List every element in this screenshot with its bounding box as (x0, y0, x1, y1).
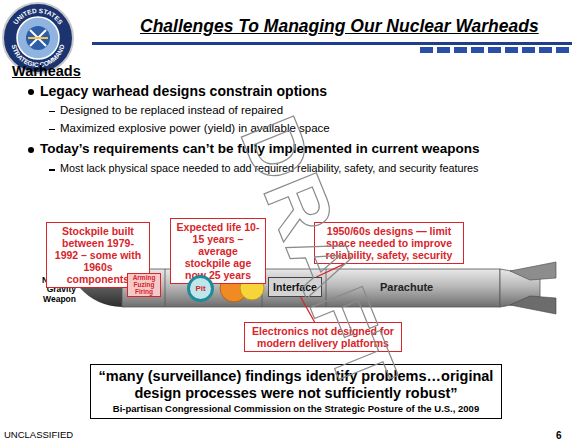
callout-box: Expected life 10-15 years – average stoc… (170, 218, 266, 284)
leader-connector (316, 264, 343, 277)
pit-circle: Pit (187, 275, 214, 302)
title-rule (92, 42, 572, 45)
quote-box: “many (surveillance) findings identify p… (90, 364, 502, 419)
interface-box: Interface (268, 277, 322, 297)
sub-bullet-text: Most lack physical space needed to add r… (60, 163, 479, 175)
classification-marking: UNCLASSIFIED (4, 430, 73, 440)
callout-box: Electronics not designed for modern deli… (244, 322, 402, 352)
section-heading: Warheads (12, 64, 81, 80)
callout-box: 1950/60s designs — limit space needed to… (314, 222, 464, 264)
quote-text: “many (surveillance) findings identify p… (97, 368, 495, 401)
gravity-weapon (80, 262, 556, 314)
sub-bullet-text: Designed to be replaced instead of repai… (60, 104, 283, 117)
quote-attribution: Bi-partisan Congressional Commission on … (97, 403, 495, 414)
node-text: Arming Fuzing Firing (129, 275, 159, 295)
bullet-dash (49, 169, 55, 170)
node-text: Interface (271, 281, 319, 293)
part-label: Parachute (380, 281, 433, 293)
bullet-text: Legacy warhead designs constrain options (40, 84, 327, 99)
node-text: Electronics not designed for modern deli… (249, 325, 397, 349)
title-rule-blocks (420, 47, 569, 53)
slide-title: Challenges To Managing Our Nuclear Warhe… (140, 16, 539, 37)
bullet-text: Today’s requirements can’t be fully impl… (40, 142, 480, 157)
seal-text: UNITED STATES (12, 7, 65, 26)
sub-bullet-text: Maximized explosive power (yield) in ava… (60, 122, 330, 135)
node-text: Expected life 10-15 years – average stoc… (175, 221, 261, 281)
node-text: Pit (190, 278, 211, 299)
bullet-dash (49, 129, 55, 130)
node-text: 1950/60s designs — limit space needed to… (319, 225, 459, 261)
bullet-dot (28, 147, 34, 153)
command-seal (3, 3, 73, 73)
part-box: Arming Fuzing Firing (127, 273, 161, 297)
leader-connector (301, 297, 315, 322)
bullet-dash (49, 111, 55, 112)
svg-text:UNITED STATES: UNITED STATES (12, 7, 65, 26)
bullet-dot (28, 89, 34, 95)
page-number: 6 (556, 430, 562, 441)
